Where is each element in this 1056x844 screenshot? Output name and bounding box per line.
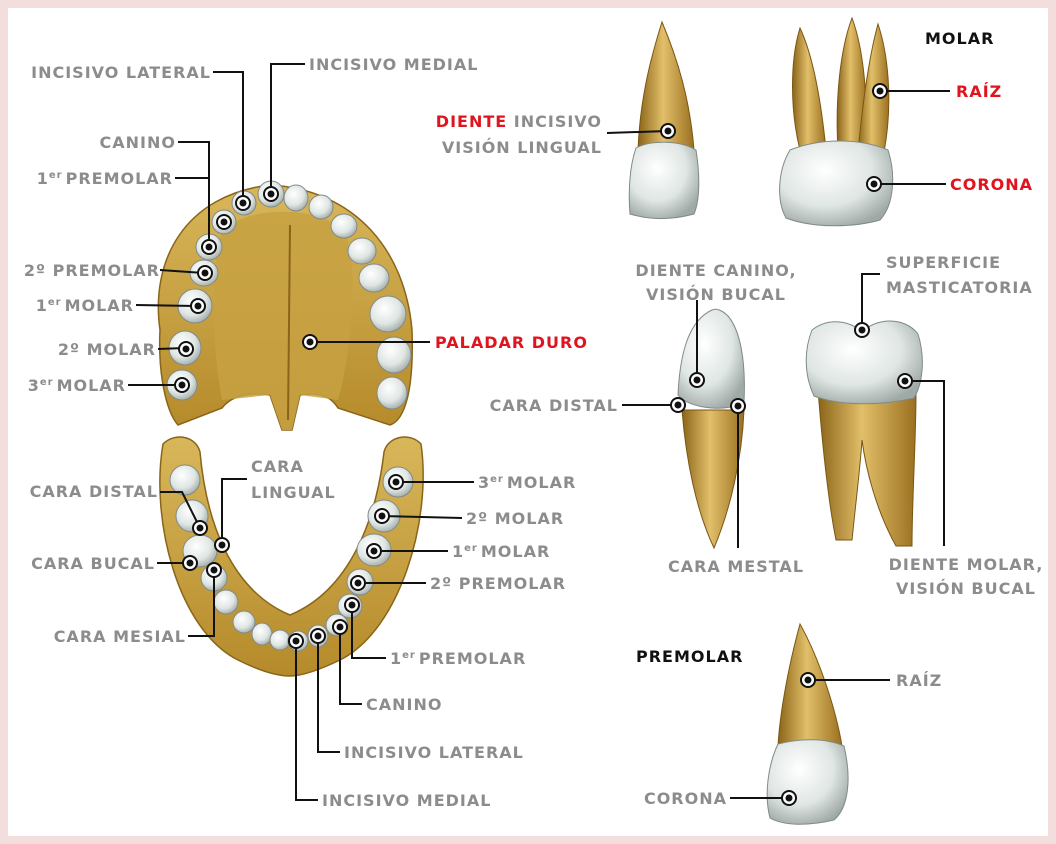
dot-incisivo-lateral-low xyxy=(310,628,326,644)
dot-molar-raiz xyxy=(872,83,888,99)
incisor-tooth xyxy=(629,22,699,219)
label-molar-corona: CORONA xyxy=(950,175,1033,194)
dot-molar2-low xyxy=(374,508,390,524)
dot-cara-mesial xyxy=(206,562,222,578)
label-canine-mestal: CARA MESTAL xyxy=(668,557,804,576)
label-molar-2-up: 2º MOLAR xyxy=(58,340,156,359)
label-superficie-2: MASTICATORIA xyxy=(886,278,1033,297)
dot-incisor xyxy=(660,123,676,139)
label-cara-distal-low: CARA DISTAL xyxy=(30,482,158,501)
dot-canine-distal xyxy=(670,397,686,413)
dot-incisivo-lateral-up xyxy=(235,195,251,211)
label-canino-low: CANINO xyxy=(366,695,442,714)
dot-cara-lingual xyxy=(214,537,230,553)
dot-premolar2-up xyxy=(197,265,213,281)
molar-tooth-top xyxy=(780,18,893,226)
dot-molar1-low xyxy=(366,543,382,559)
dot-molar1-up xyxy=(190,298,206,314)
label-canine-title-2: VISIÓN BUCAL xyxy=(646,285,786,304)
dot-molar3-up xyxy=(174,377,190,393)
dot-molar2-up xyxy=(178,341,194,357)
label-incisor-title-1: DIENTE INCISIVO xyxy=(436,112,602,131)
dot-canino-low xyxy=(332,619,348,635)
label-incisivo-medial-low: INCISIVO MEDIAL xyxy=(322,791,491,810)
label-cara-lingual-2: LINGUAL xyxy=(251,483,336,502)
dot-canine-mestal xyxy=(730,398,746,414)
label-premolar-raiz: RAÍZ xyxy=(896,671,942,690)
dot-cara-bucal xyxy=(182,555,198,571)
label-molar-title: MOLAR xyxy=(925,29,994,48)
label-cara-lingual-1: CARA xyxy=(251,457,304,476)
dot-premolar1-low xyxy=(344,597,360,613)
labels-incisor: DIENTE INCISIVO VISIÓN LINGUAL xyxy=(436,112,602,157)
label-incisivo-medial-up: INCISIVO MEDIAL xyxy=(309,55,478,74)
label-premolar-2-low: 2º PREMOLAR xyxy=(430,574,566,593)
label-molar-raiz: RAÍZ xyxy=(956,82,1002,101)
label-incisivo-lateral-low: INCISIVO LATERAL xyxy=(344,743,524,762)
label-incisor-title-2: VISIÓN LINGUAL xyxy=(442,138,602,157)
label-molar-buccal-1: DIENTE MOLAR, xyxy=(889,555,1044,574)
dot-canino-up xyxy=(216,214,232,230)
label-canine-title-1: DIENTE CANINO, xyxy=(635,261,796,280)
labels-molar-top: MOLAR RAÍZ CORONA xyxy=(925,29,1033,194)
dot-incisivo-medial-low xyxy=(288,633,304,649)
molar-tooth-buccal xyxy=(806,321,922,546)
label-canino-up: CANINO xyxy=(100,133,176,152)
label-cara-mesial: CARA MESIAL xyxy=(54,627,186,646)
labels-canine: DIENTE CANINO, VISIÓN BUCAL CARA DISTAL … xyxy=(490,261,804,576)
dot-molar-superficie xyxy=(854,322,870,338)
label-molar-2-low: 2º MOLAR xyxy=(466,509,564,528)
label-cara-bucal: CARA BUCAL xyxy=(31,554,155,573)
dot-premolar-raiz xyxy=(800,672,816,688)
dot-cara-distal-low xyxy=(192,520,208,536)
label-molar-buccal-2: VISIÓN BUCAL xyxy=(896,579,1036,598)
label-superficie-1: SUPERFICIE xyxy=(886,253,1001,272)
dot-incisivo-medial-up xyxy=(263,186,279,202)
dot-premolar-corona xyxy=(781,790,797,806)
palate-surface xyxy=(214,212,353,430)
canine-tooth xyxy=(678,309,744,548)
label-paladar-duro: PALADAR DURO xyxy=(435,333,588,352)
dot-paladar xyxy=(302,334,318,350)
label-premolar-corona: CORONA xyxy=(644,789,727,808)
dot-premolar2-low xyxy=(350,575,366,591)
label-premolar-2-up: 2º PREMOLAR xyxy=(24,261,160,280)
dot-canine-crown xyxy=(689,372,705,388)
dot-molar3-low xyxy=(388,474,404,490)
label-incisivo-lateral-up: INCISIVO LATERAL xyxy=(31,63,211,82)
dot-premolar1-up xyxy=(201,239,217,255)
label-premolar-title: PREMOLAR xyxy=(636,647,743,666)
premolar-tooth xyxy=(767,624,848,824)
dot-molar-corona xyxy=(866,176,882,192)
label-canine-distal: CARA DISTAL xyxy=(490,396,618,415)
dot-molar-buccal xyxy=(897,373,913,389)
